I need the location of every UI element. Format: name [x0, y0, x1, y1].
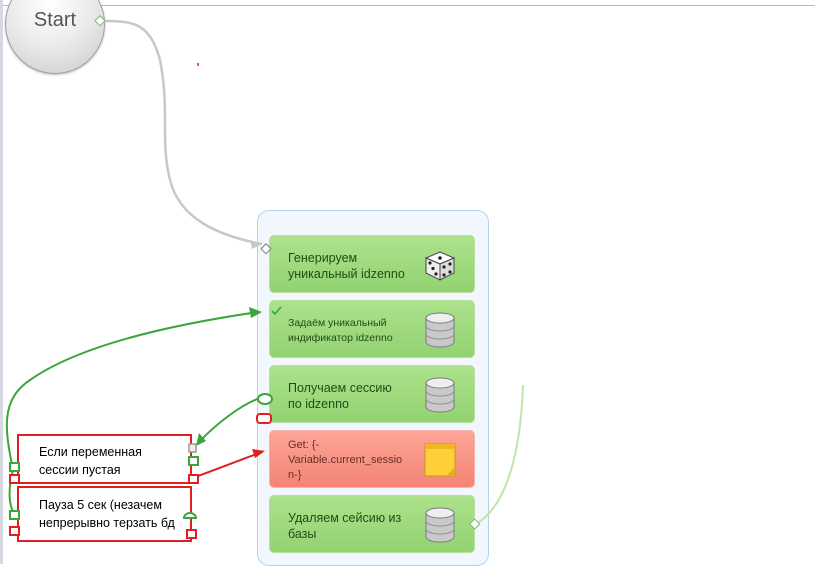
error-port[interactable] — [256, 413, 272, 424]
action-set-unique-id[interactable]: Задаём уникальный индификатор idzenno — [269, 300, 475, 358]
action-label: Получаем сессию по idzenno — [288, 381, 392, 411]
success-connector — [197, 397, 261, 444]
note-label: Если переменная сессии пустая — [39, 445, 142, 477]
action-generate-id[interactable]: Генерируем уникальный idzenno — [269, 235, 475, 293]
start-connector — [103, 19, 263, 246]
arrow-head — [249, 307, 262, 318]
check-icon — [271, 306, 282, 316]
output-connector — [475, 384, 524, 525]
note-port[interactable] — [186, 529, 197, 539]
note-port[interactable] — [9, 510, 20, 520]
error-connector — [197, 451, 263, 477]
action-label: Удаляем сейсию из базы — [288, 511, 402, 541]
arrow-head — [196, 433, 206, 446]
note-port[interactable] — [188, 443, 197, 453]
action-label: Генерируем уникальный idzenno — [288, 251, 405, 281]
database-icon — [425, 507, 455, 543]
sticky-note-icon — [424, 443, 456, 477]
action-label: Get: {- Variable.current_sessio n-} — [288, 439, 403, 481]
canvas-left-border — [0, 0, 3, 564]
note-label: Пауза 5 сек (незачем непрерывно терзать … — [39, 498, 175, 530]
success-port[interactable] — [257, 393, 273, 405]
start-node-label: Start — [33, 9, 77, 31]
start-output-port[interactable] — [94, 15, 106, 27]
database-icon — [425, 312, 455, 348]
block-input-port[interactable] — [260, 243, 272, 255]
loop-connector — [5, 311, 259, 471]
note-port[interactable] — [9, 462, 20, 472]
arrow-head — [252, 449, 265, 458]
action-get-session[interactable]: Получаем сессию по idzenno — [269, 365, 475, 423]
note-port[interactable] — [188, 456, 199, 466]
note-port[interactable] — [182, 512, 198, 519]
action-label: Задаём уникальный индификатор idzenno — [288, 317, 393, 344]
note-port[interactable] — [188, 474, 199, 484]
note-port[interactable] — [9, 526, 20, 536]
note-pause[interactable]: Пауза 5 сек (незачем непрерывно терзать … — [17, 486, 192, 542]
action-delete-session[interactable]: Удаляем сейсию из базы — [269, 495, 475, 553]
action-get-variable[interactable]: Get: {- Variable.current_sessio n-} — [269, 430, 475, 488]
block-output-port[interactable] — [469, 518, 481, 530]
note-port[interactable] — [9, 474, 20, 484]
dice-icon — [424, 251, 456, 281]
canvas-top-border — [0, 0, 815, 6]
arrow-head — [250, 240, 262, 249]
database-icon — [425, 377, 455, 413]
note-session-empty[interactable]: Если переменная сессии пустая — [17, 434, 192, 484]
